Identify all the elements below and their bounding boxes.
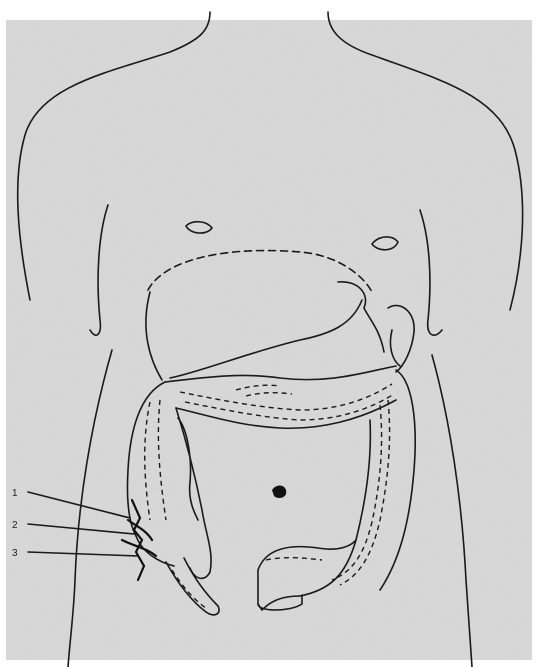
callout-labels: 1 2 3 [12,488,18,559]
callout-label-1: 1 [12,488,18,499]
gray-shading [6,20,532,660]
callout-label-2: 2 [12,520,18,531]
callout-label-3: 3 [12,548,18,559]
